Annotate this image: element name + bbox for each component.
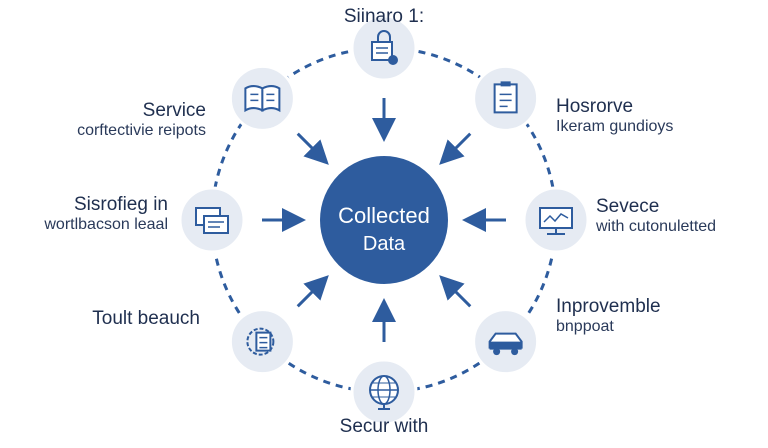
node-label-bottom-left: Toult beauch [92,308,200,329]
node-right [522,186,590,254]
node-left [178,186,246,254]
arrow-top-left [296,132,329,165]
monitor-icon [539,207,573,235]
arrow-bottom-left [296,275,329,308]
nodes-group [178,14,590,426]
node-top-left [228,64,296,132]
node-label-bottom: Secur with [339,416,429,437]
node-label-top-left: Service corftectivie reipots [77,100,206,139]
node-top [350,14,418,82]
clipboard-icon [493,81,518,114]
node-bottom-right [472,308,540,376]
node-label-top-right: Hosrorve Ikeram gundioys [556,96,674,135]
gear-document-icon [246,327,275,356]
node-bottom-left [228,308,296,376]
center-circle [320,156,448,284]
book-icon [244,85,281,113]
documents-icon [195,207,229,234]
arrows-group [262,98,506,342]
arrow-top-right [439,132,472,165]
diagram-title: Siinaro 1: [343,6,425,27]
center-label-line2: Data [363,233,406,255]
car-icon [488,332,523,356]
node-label-left: Sisrofieg in wortlbacson leaal [44,194,168,233]
globe-icon [369,375,399,410]
arrow-bottom-right [439,275,472,308]
node-label-right: Sevece with cutonuletted [596,196,717,235]
lock-document-icon [371,30,398,65]
center-label-line1: Collected [338,203,430,228]
node-top-right [472,64,540,132]
node-bottom [350,358,418,426]
node-label-bottom-right: Inprovemble bnppoat [556,296,661,335]
